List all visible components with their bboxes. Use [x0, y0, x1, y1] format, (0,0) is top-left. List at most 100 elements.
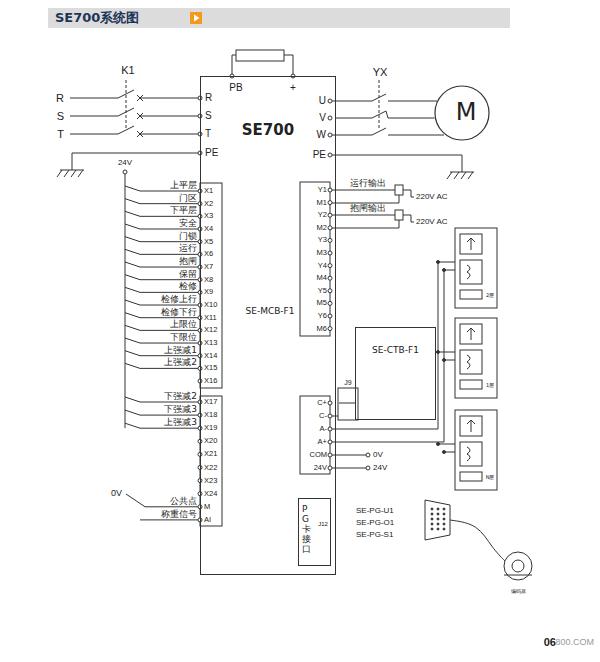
- schematic-label: X2: [204, 200, 213, 208]
- schematic-label: 上限位: [170, 320, 197, 329]
- wire: [388, 135, 444, 136]
- schematic-label: Y2: [318, 211, 327, 219]
- wire: [332, 215, 395, 216]
- up-button: [460, 416, 482, 436]
- connector-pin: [437, 523, 439, 525]
- terminal: [328, 453, 332, 457]
- input-contact: [125, 224, 140, 229]
- ground-symbol: [461, 172, 466, 179]
- terminal: [328, 133, 332, 137]
- connector-pin: [437, 513, 439, 515]
- wire: [140, 317, 198, 318]
- schematic-label: J12: [318, 521, 328, 527]
- diagram-title: SE700系统图: [55, 11, 139, 24]
- junction: [443, 359, 446, 362]
- schematic-label: S: [205, 111, 212, 121]
- connector-pin: [443, 513, 445, 515]
- schematic-label: R: [205, 93, 212, 103]
- node-text: M: [434, 99, 498, 125]
- switch-mark: [137, 113, 143, 119]
- wire: [140, 305, 198, 306]
- schematic-label: AI: [204, 516, 211, 524]
- wire: [140, 116, 198, 117]
- switch-mark: [137, 131, 143, 137]
- terminal: [328, 440, 332, 444]
- connector-pin: [437, 528, 439, 530]
- schematic-label: SE-PG-O1: [356, 519, 394, 527]
- title-icon: [190, 12, 202, 24]
- wire: [332, 101, 372, 102]
- terminal-strip: [300, 396, 330, 474]
- input-contact: [125, 351, 140, 356]
- schematic-label: 保留: [179, 270, 197, 279]
- ground-symbol: [78, 170, 83, 177]
- connector-pin: [431, 518, 433, 520]
- schematic-label: 2层: [486, 293, 494, 298]
- wire: [140, 519, 198, 520]
- terminal: [328, 414, 332, 418]
- panel-plate: [460, 380, 482, 389]
- node-text: SE-CTB-F1: [356, 346, 435, 356]
- input-contact: [125, 300, 140, 305]
- input-contact: [125, 397, 140, 402]
- wire: [332, 220, 399, 228]
- schematic-label: 上强减1: [164, 346, 197, 355]
- schematic-label: X12: [204, 327, 217, 335]
- schematic-label: M6: [317, 325, 327, 333]
- schematic-label: X1: [204, 187, 213, 195]
- wire: [70, 116, 118, 117]
- schematic-label: 0V: [111, 489, 122, 498]
- junction: [437, 261, 440, 264]
- connector-pin: [431, 528, 433, 530]
- connector-pin: [431, 523, 433, 525]
- terminal: [328, 466, 332, 470]
- wire: [126, 494, 198, 507]
- schematic-label: X24: [204, 490, 217, 498]
- schematic-label: X9: [204, 289, 213, 297]
- ground-symbol: [57, 170, 62, 177]
- schematic-label: X10: [204, 301, 217, 309]
- motor-circle: M: [434, 85, 498, 141]
- schematic-label: X6: [204, 251, 213, 259]
- wire-connector: [336, 111, 435, 118]
- input-contact: [125, 237, 140, 242]
- schematic-label: X11: [204, 314, 217, 322]
- schematic-label: T: [205, 129, 211, 139]
- terminal: [328, 116, 332, 120]
- terminal: [328, 201, 332, 205]
- db15-connector: [425, 500, 450, 540]
- schematic-label: 上强减2: [164, 358, 197, 367]
- terminal: [328, 153, 332, 157]
- wire: [140, 415, 198, 416]
- terminal: [123, 170, 127, 174]
- schematic-label: 下强减3: [164, 405, 197, 414]
- wire: [332, 155, 462, 156]
- schematic-label: SE-PG-U1: [356, 507, 394, 515]
- schematic-label: SE-PG-S1: [356, 531, 393, 539]
- input-contact: [125, 423, 140, 428]
- wire: [140, 241, 198, 242]
- input-contact: [125, 199, 140, 204]
- ground-symbol: [64, 170, 69, 177]
- schematic-label: T: [57, 129, 64, 140]
- terminal: [328, 238, 332, 242]
- wire: [140, 343, 198, 344]
- schematic-label: A+: [318, 438, 327, 446]
- schematic-label: YX: [373, 67, 388, 78]
- schematic-label: 称重信号: [161, 510, 197, 519]
- ground-symbol: [462, 155, 463, 172]
- switch-blade: [372, 128, 386, 135]
- schematic-label: PE: [313, 150, 326, 160]
- schematic-label: K1: [121, 65, 134, 76]
- schematic-label: M2: [317, 224, 327, 232]
- switch-mark: [137, 95, 143, 101]
- wire: [403, 215, 414, 222]
- terminal: [328, 276, 332, 280]
- switch-mark: [137, 131, 143, 137]
- input-contact: [125, 410, 140, 415]
- ground-symbol: [447, 172, 452, 179]
- schematic-label: X3: [204, 213, 213, 221]
- schematic-label: X19: [204, 424, 217, 432]
- input-contact: [125, 363, 140, 368]
- relay-coil: [395, 185, 403, 195]
